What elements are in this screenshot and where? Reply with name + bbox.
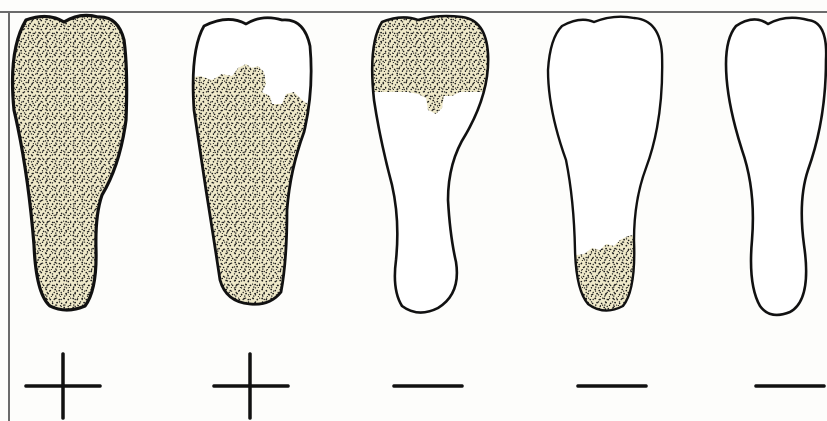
tube-3-top-stained [360,0,500,313]
sign-plus-2 [214,354,288,418]
tube-5-unstained [726,18,826,315]
sign-plus-1 [26,354,100,418]
tube-4-tip-stained [548,17,662,330]
tube-1-fully-stained [13,15,127,310]
tube-2-mostly-stained [180,18,320,330]
